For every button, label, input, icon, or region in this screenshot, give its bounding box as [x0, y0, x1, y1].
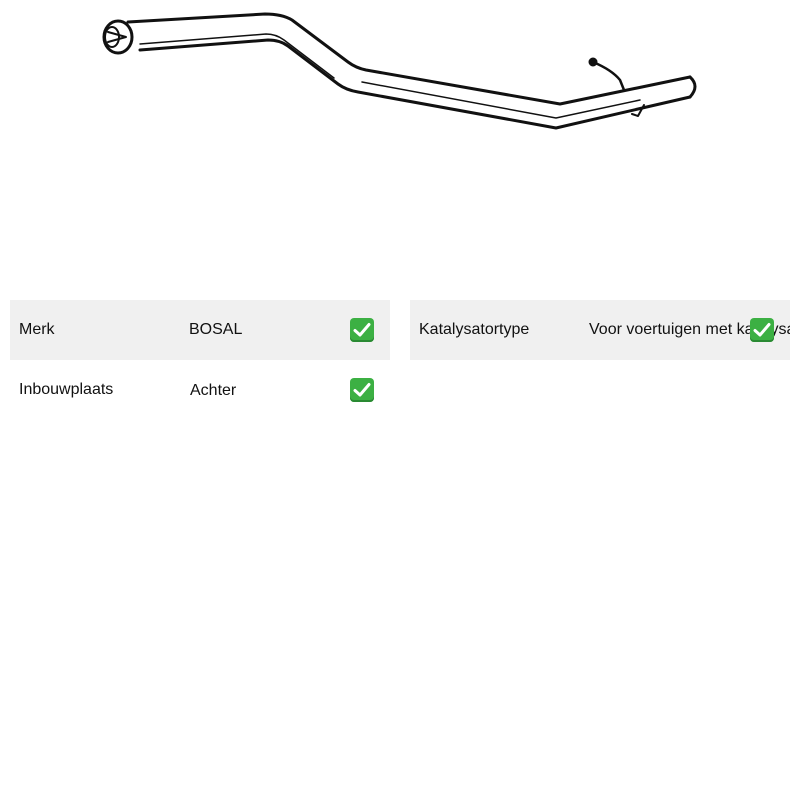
spec-label: Inbouwplaats	[19, 381, 114, 398]
exhaust-pipe-image	[102, 12, 697, 130]
check-icon	[350, 378, 374, 402]
spec-value: Achter	[190, 382, 237, 400]
spec-row-catalyst: Katalysatortype Voor voertuigen met kata…	[410, 300, 790, 360]
spec-label: Katalysatortype	[419, 321, 530, 338]
spec-table-right: Katalysatortype Voor voertuigen met kata…	[410, 300, 790, 360]
spec-row-brand: Merk BOSAL	[10, 300, 390, 360]
spec-row-position: Inbouwplaats Achter	[10, 360, 390, 420]
spec-table-left: Merk BOSAL Inbouwplaats Achter	[10, 300, 390, 420]
spec-value: BOSAL	[189, 321, 243, 338]
check-icon	[350, 318, 374, 342]
spec-value: Voor voertuigen met katalysator en roetf…	[589, 321, 790, 338]
check-icon	[750, 318, 774, 342]
spec-label: Merk	[19, 321, 55, 338]
